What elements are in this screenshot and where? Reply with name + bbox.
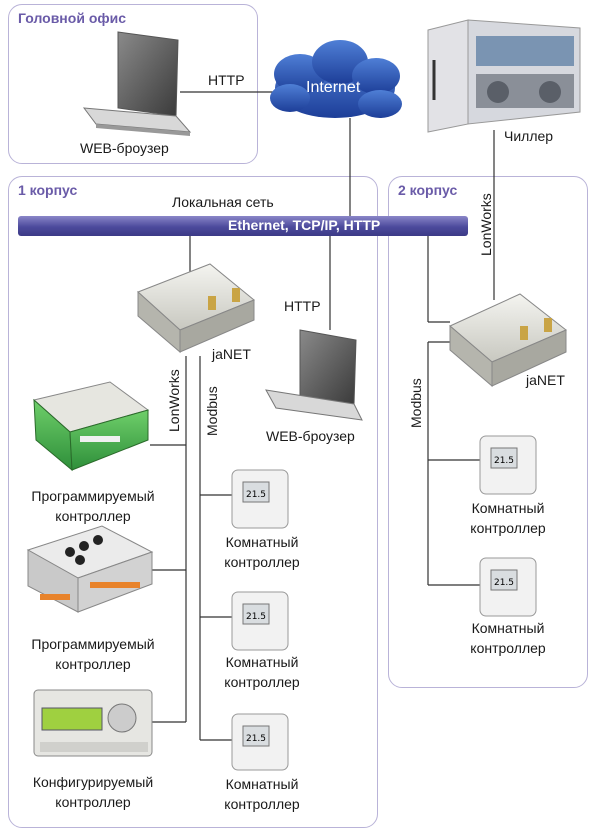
room-label-line2: контроллер — [224, 554, 300, 570]
building1-browser-label: WEB-броузер — [266, 428, 355, 444]
chiller-label: Чиллер — [504, 128, 554, 144]
room-label-line1: Комнатный — [471, 620, 545, 636]
room-label-line2: контроллер — [224, 796, 300, 812]
configurable-controller-icon — [33, 689, 153, 757]
head-office-browser-label: WEB-броузер — [80, 140, 169, 156]
laptop-icon — [265, 329, 363, 421]
device-label-line2: контроллер — [55, 656, 131, 672]
janet-device-icon — [137, 263, 255, 354]
room-label-line1: Комнатный — [225, 534, 299, 550]
head-office-title: Головной офис — [18, 10, 127, 26]
programmable-controller-icon — [32, 381, 150, 472]
building-1-title: 1 корпус — [18, 182, 78, 198]
room-controller-icon: 21.5 — [231, 713, 289, 771]
room-controller-icon: 21.5 — [479, 435, 537, 495]
ethernet-bus: Ethernet, TCP/IP, HTTP — [18, 216, 468, 236]
lonworks-label: LonWorks — [166, 369, 182, 432]
lonworks-label: LonWorks — [478, 193, 494, 256]
programmable-controller-icon — [26, 525, 154, 613]
head-office-http-label: HTTP — [208, 72, 245, 88]
janet-label: jaNET — [526, 372, 565, 388]
building-2-panel — [388, 176, 588, 688]
room-label-line2: контроллер — [470, 520, 546, 536]
ethernet-label: Ethernet, TCP/IP, HTTP — [228, 217, 381, 233]
room-display: 21.5 — [246, 490, 266, 500]
room-label-line2: контроллер — [224, 674, 300, 690]
modbus-label: Modbus — [204, 386, 220, 436]
internet-label: Internet — [306, 79, 361, 96]
lan-label: Локальная сеть — [172, 194, 274, 210]
janet-device-icon — [449, 293, 567, 388]
room-label-line1: Комнатный — [225, 776, 299, 792]
room-controller-icon: 21.5 — [231, 469, 289, 529]
device-label-line1: Программируемый — [31, 636, 155, 652]
room-label-line1: Комнатный — [471, 500, 545, 516]
device-label-line1: Конфигурируемый — [32, 774, 154, 790]
chiller-icon — [427, 19, 581, 133]
device-label-line2: контроллер — [55, 794, 131, 810]
building-2-title: 2 корпус — [398, 182, 458, 198]
room-controller-icon: 21.5 — [479, 557, 537, 617]
internet-cloud-icon — [270, 40, 402, 118]
room-label-line2: контроллер — [470, 640, 546, 656]
room-display: 21.5 — [494, 578, 514, 588]
room-label-line1: Комнатный — [225, 654, 299, 670]
janet-label: jaNET — [212, 346, 251, 362]
room-display: 21.5 — [246, 734, 266, 744]
room-display: 21.5 — [246, 612, 266, 622]
device-label-line1: Программируемый — [31, 488, 155, 504]
laptop-icon — [82, 31, 192, 136]
room-display: 21.5 — [494, 456, 514, 466]
room-controller-icon: 21.5 — [231, 591, 289, 651]
connection-lines — [150, 91, 495, 741]
modbus-label: Modbus — [408, 378, 424, 428]
building1-http-label: HTTP — [284, 298, 321, 314]
device-label-line2: контроллер — [55, 508, 131, 524]
